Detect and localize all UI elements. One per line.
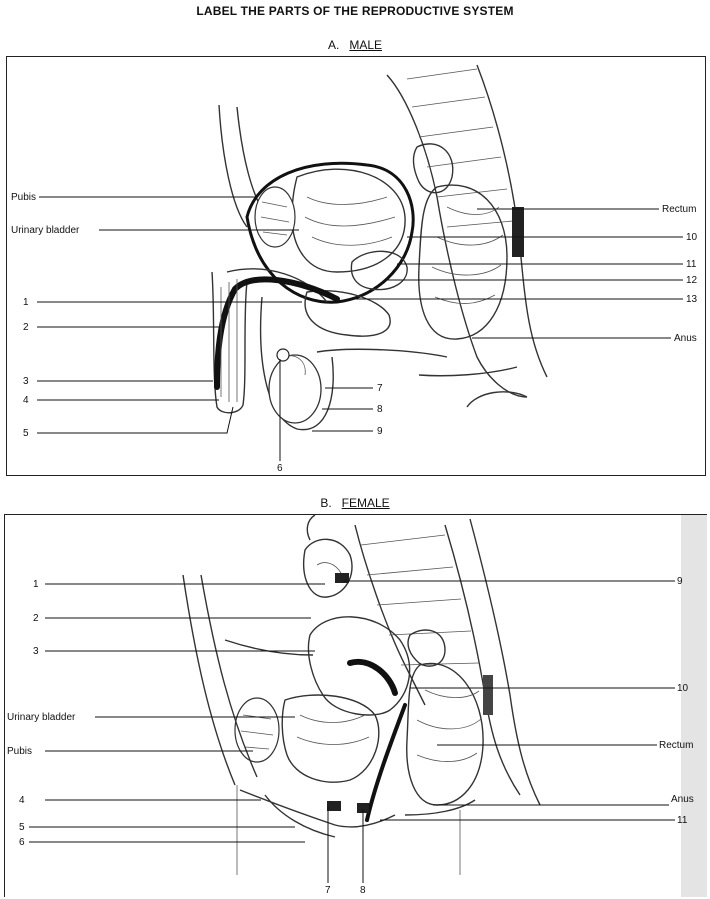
female-section-prefix: B. xyxy=(320,496,332,510)
female-label-8: 8 xyxy=(360,885,366,896)
male-label-8: 8 xyxy=(377,404,383,415)
female-label-anus: Anus xyxy=(671,794,694,805)
female-label-2: 2 xyxy=(33,613,39,624)
male-anatomy-illustration xyxy=(211,64,548,431)
female-label-rectum: Rectum xyxy=(659,740,693,751)
female-labels: 1 2 3 Urinary bladder Pubis 4 5 6 7 8 9 … xyxy=(7,576,694,896)
male-label-2: 2 xyxy=(23,322,29,333)
female-label-4: 4 xyxy=(19,795,25,806)
male-label-10: 10 xyxy=(686,232,698,243)
female-label-10: 10 xyxy=(677,683,689,694)
male-label-11: 11 xyxy=(686,259,697,270)
female-section-name: FEMALE xyxy=(341,496,390,510)
male-label-13: 13 xyxy=(686,294,698,305)
male-leader-5 xyxy=(37,406,234,434)
female-diagram-panel: 1 2 3 Urinary bladder Pubis 4 5 6 7 8 9 … xyxy=(4,514,707,897)
male-section-title: A. MALE xyxy=(0,38,710,52)
male-section-prefix: A. xyxy=(327,38,340,52)
female-label-5: 5 xyxy=(19,822,25,833)
male-label-rectum: Rectum xyxy=(662,204,696,215)
male-label-9: 9 xyxy=(377,426,383,437)
female-edge-shadow xyxy=(681,515,707,897)
female-leader-lines xyxy=(29,580,675,883)
female-label-9: 9 xyxy=(677,576,683,587)
female-section-title: B. FEMALE xyxy=(0,496,710,510)
male-diagram-svg: Pubis Urinary bladder 1 2 3 4 5 6 7 8 9 … xyxy=(11,64,698,474)
male-label-12: 12 xyxy=(686,275,698,286)
male-diagram-panel: Pubis Urinary bladder 1 2 3 4 5 6 7 8 9 … xyxy=(6,56,706,476)
female-label-7: 7 xyxy=(325,885,331,896)
male-label-1: 1 xyxy=(23,297,29,308)
worksheet-title: LABEL THE PARTS OF THE REPRODUCTIVE SYST… xyxy=(196,4,514,18)
male-label-6: 6 xyxy=(277,463,283,474)
female-anatomy-illustration xyxy=(182,514,541,875)
male-label-5: 5 xyxy=(23,428,29,439)
female-label-3: 3 xyxy=(33,646,39,657)
male-label-urinary-bladder: Urinary bladder xyxy=(11,225,80,236)
male-label-pubis: Pubis xyxy=(11,192,36,203)
female-label-11: 11 xyxy=(677,815,688,826)
male-labels: Pubis Urinary bladder 1 2 3 4 5 6 7 8 9 … xyxy=(11,192,698,474)
female-label-urinary-bladder: Urinary bladder xyxy=(7,712,76,723)
female-label-1: 1 xyxy=(33,579,39,590)
female-label-6: 6 xyxy=(19,837,25,848)
male-label-7: 7 xyxy=(377,383,383,394)
male-label-anus: Anus xyxy=(674,333,697,344)
male-label-4: 4 xyxy=(23,395,29,406)
male-leader-lines xyxy=(37,196,683,461)
female-diagram-svg: 1 2 3 Urinary bladder Pubis 4 5 6 7 8 9 … xyxy=(7,514,707,897)
female-label-pubis: Pubis xyxy=(7,746,32,757)
male-label-3: 3 xyxy=(23,376,29,387)
male-section-name: MALE xyxy=(349,38,383,52)
